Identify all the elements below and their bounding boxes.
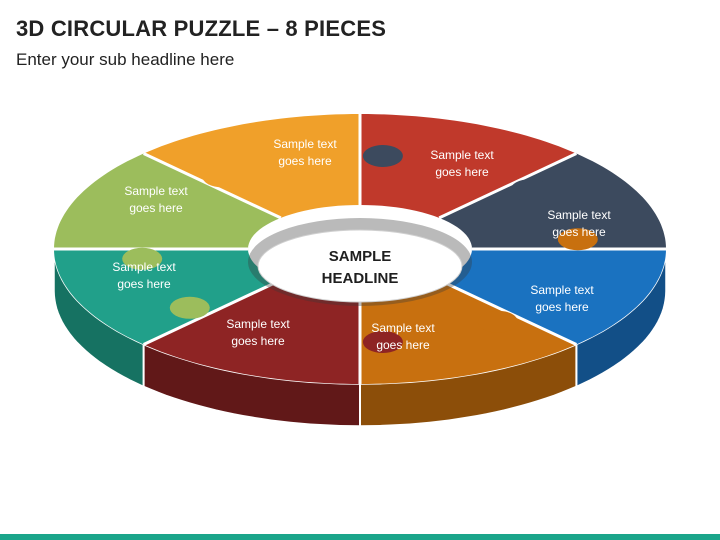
bottom-accent-bar (0, 534, 720, 540)
piece-top-3 (439, 249, 666, 345)
puzzle-tabs (122, 145, 598, 353)
puzzle-knob-7 (122, 247, 163, 270)
center-ellipse (257, 229, 463, 303)
piece-separator-6 (142, 278, 282, 346)
puzzle-top-faces (54, 114, 666, 384)
puzzle-knob-2 (510, 179, 551, 202)
puzzle-knob-4 (477, 310, 518, 333)
piece-separator-2 (438, 152, 578, 220)
puzzle-knob-1 (362, 145, 403, 167)
center-headline: SAMPLE HEADLINE (280, 246, 440, 290)
slide-title: 3D CIRCULAR PUZZLE – 8 PIECES (16, 16, 387, 41)
piece-top-6 (54, 249, 281, 345)
center-headline-line1: SAMPLE (328, 248, 392, 265)
puzzle-knob-6 (169, 296, 210, 319)
piece-top-5 (143, 280, 360, 384)
piece-top-7 (54, 153, 281, 249)
piece-top-4 (360, 280, 577, 384)
puzzle-knob-8 (202, 165, 243, 188)
center-headline-line2: HEADLINE (321, 270, 399, 287)
piece-top-8 (143, 114, 360, 218)
slide-subtitle: Enter your sub headline here (16, 50, 235, 69)
puzzle-knob-3 (557, 228, 598, 251)
piece-top-1 (360, 114, 577, 218)
piece-top-2 (439, 153, 666, 249)
puzzle-knob-5 (362, 331, 403, 353)
